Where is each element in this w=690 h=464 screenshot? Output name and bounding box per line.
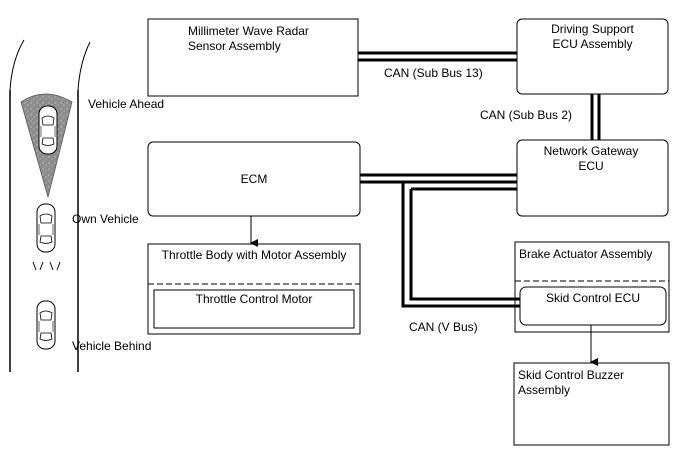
brake-actuator-label: Brake Actuator Assembly <box>519 247 653 261</box>
radar-sensor-label: Millimeter Wave Radar Sensor Assembly <box>188 24 309 54</box>
ecm-box <box>147 141 361 217</box>
ecm-label: ECM <box>240 172 268 186</box>
buzzer-sound-marks <box>32 261 61 271</box>
can-sub-bus-13-wire <box>358 51 517 62</box>
network-gateway-ecu-label-line2: ECU <box>578 159 604 173</box>
can-sub-bus-13-label: CAN (Sub Bus 13) <box>384 66 483 80</box>
buzzer-label: Skid Control Buzzer Assembly <box>518 368 624 398</box>
own-vehicle-car <box>36 203 56 253</box>
driving-support-ecu-label-line2: ECU Assembly <box>552 37 633 51</box>
road <box>9 39 91 372</box>
own-vehicle-label: Own Vehicle <box>72 212 139 226</box>
vehicle-ahead-label: Vehicle Ahead <box>88 97 165 111</box>
buzzer-box <box>513 362 670 446</box>
skid-control-ecu-label: Skid Control ECU <box>545 291 641 305</box>
vehicle-behind-car <box>36 300 56 350</box>
throttle-body-label: Throttle Body with Motor Assembly <box>161 248 347 262</box>
radar-sensor-label-line1: Millimeter Wave Radar <box>188 24 309 38</box>
can-sub-bus-2-label: CAN (Sub Bus 2) <box>480 108 573 122</box>
driving-support-ecu-label-line1: Driving Support <box>551 22 634 36</box>
driving-support-ecu-label: Driving Support ECU Assembly <box>517 22 668 52</box>
can-v-bus-label: CAN (V Bus) <box>409 320 478 334</box>
throttle-motor-label: Throttle Control Motor <box>195 292 313 306</box>
vehicle-behind-label: Vehicle Behind <box>72 339 152 353</box>
can-sub-bus-2-wire <box>590 94 601 140</box>
buzzer-label-line2: Assembly <box>518 383 571 397</box>
radar-sensor-box <box>147 18 359 97</box>
network-gateway-ecu-label-line1: Network Gateway <box>543 144 639 158</box>
network-gateway-ecu-label: Network Gateway ECU <box>521 144 661 174</box>
radar-sensor-label-line2: Sensor Assembly <box>188 39 281 53</box>
can-v-bus-wire <box>360 173 520 308</box>
throttle-motor-box <box>153 289 355 329</box>
vehicle-ahead-car <box>38 105 58 155</box>
buzzer-label-line1: Skid Control Buzzer <box>518 368 625 382</box>
